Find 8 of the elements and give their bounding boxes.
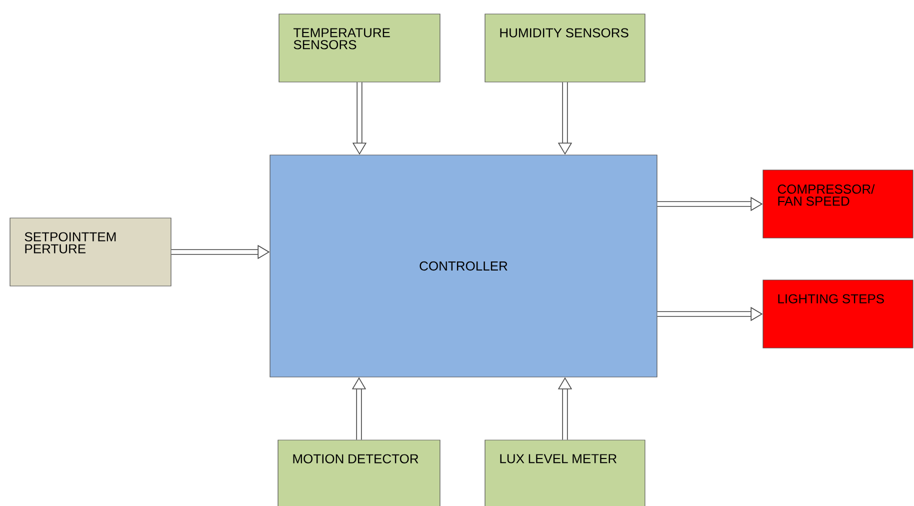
input-box: SETPOINTTEM PERTURE [10, 218, 172, 286]
sensor-box: TEMPERATURE SENSORS [278, 14, 440, 82]
output-box: COMPRESSOR/ FAN SPEED [762, 170, 914, 238]
controller-box: CONTROLLER [270, 154, 658, 378]
sensor-box: LUX LEVEL METER [484, 440, 646, 506]
sensor-box: MOTION DETECTOR [278, 440, 440, 506]
sensor-box: HUMIDITY SENSORS [484, 14, 646, 82]
output-box: LIGHTING STEPS [762, 280, 914, 348]
